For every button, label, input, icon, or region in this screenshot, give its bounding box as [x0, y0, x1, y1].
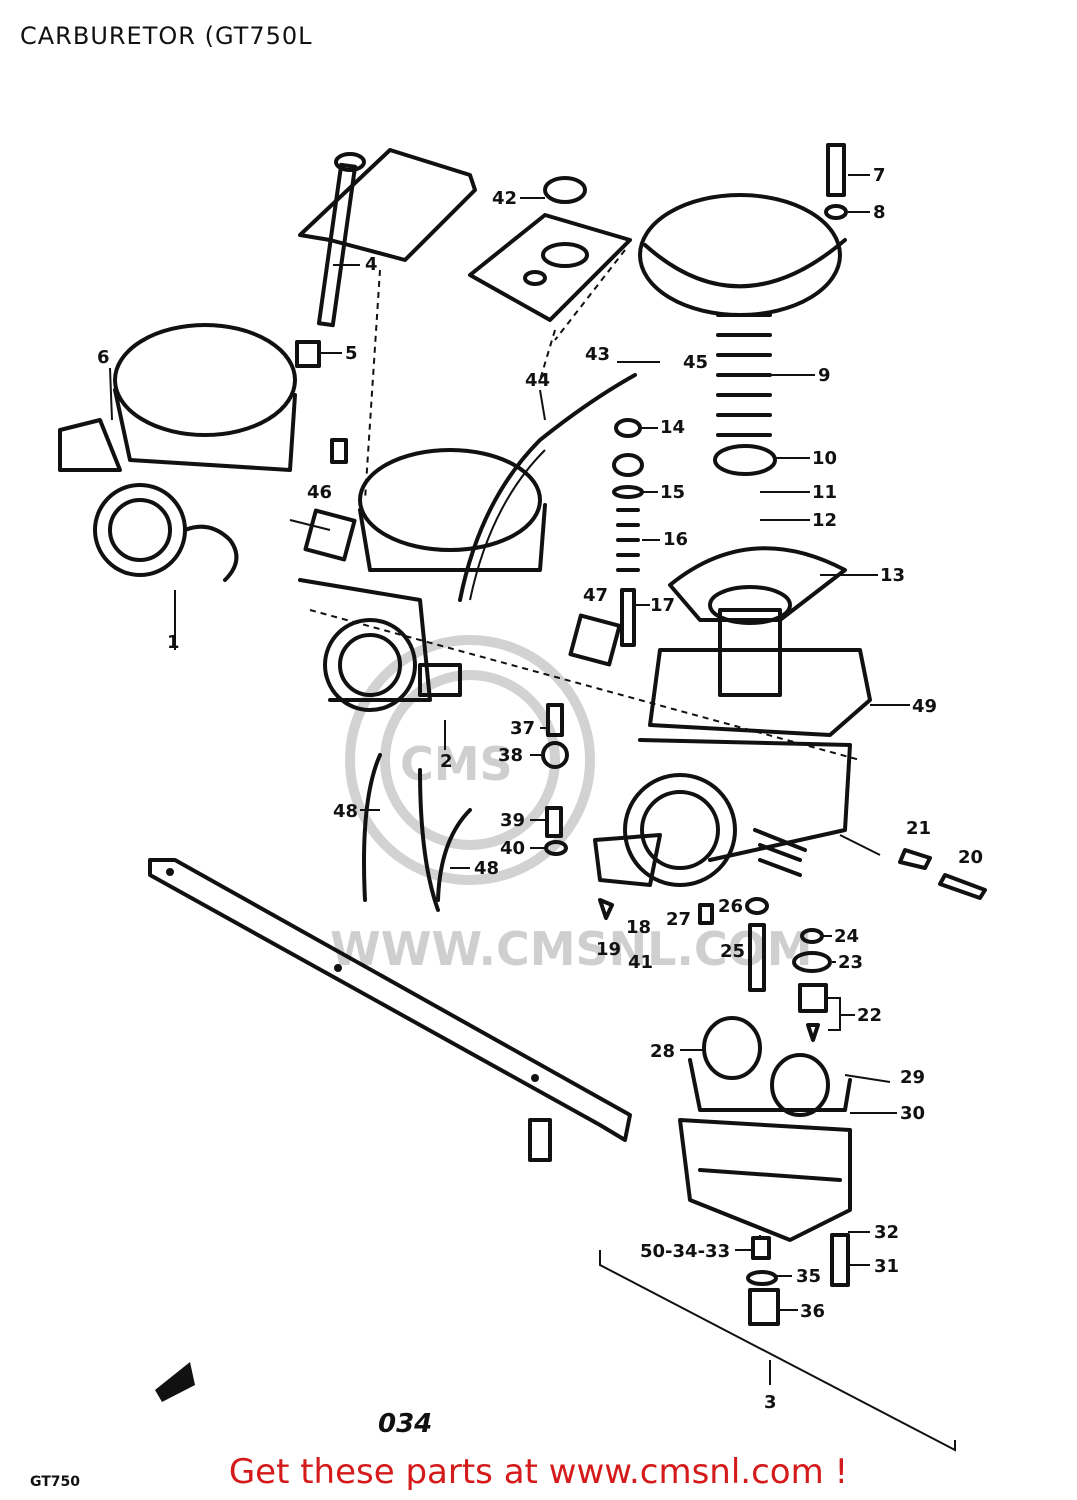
assembly-bracket-3: [599, 1250, 956, 1452]
small-jets: [541, 703, 987, 992]
callout-48b: 48: [474, 858, 499, 879]
callout-23: 23: [838, 952, 863, 973]
callout-20: 20: [958, 847, 983, 868]
callout-26: 26: [718, 896, 743, 917]
callout-9: 9: [818, 365, 831, 386]
callout-47: 47: [583, 585, 608, 606]
callout-19: 19: [596, 939, 621, 960]
callout-31: 31: [874, 1256, 899, 1277]
callout-41: 41: [628, 952, 653, 973]
callout-10: 10: [812, 448, 837, 469]
callout-43: 43: [585, 344, 610, 365]
callout-2: 2: [440, 751, 453, 772]
leader-lines: [109, 174, 910, 1311]
callout-40: 40: [500, 838, 525, 859]
float-bowl: [678, 928, 891, 1326]
callout-24: 24: [834, 926, 859, 947]
callout-6: 6: [97, 347, 110, 368]
carburetor-body-right: [309, 546, 881, 887]
callout-7: 7: [873, 165, 886, 186]
hoses: [362, 753, 472, 912]
watermark-logo: CMS: [400, 737, 513, 791]
callout-15: 15: [660, 482, 685, 503]
callout-35: 35: [796, 1266, 821, 1287]
top-plate: [468, 176, 632, 381]
callout-1: 1: [167, 632, 180, 653]
callout-18: 18: [626, 917, 651, 938]
callout-3: 3: [764, 1392, 777, 1413]
callout-46: 46: [307, 482, 332, 503]
needle-jet-parts: [612, 418, 644, 647]
callout-8: 8: [873, 202, 886, 223]
callouts: 1 2 3 4 5 6 7 8 9 10 11 12 13 14 15 16 1…: [97, 165, 983, 1413]
top-bracket: [295, 148, 477, 501]
callout-32: 32: [874, 1222, 899, 1243]
carburetor-body-left: [58, 323, 357, 650]
mounting-bar: [148, 858, 632, 1162]
callout-36: 36: [800, 1301, 825, 1322]
diagram-title: CARBURETOR (GT750L: [20, 22, 313, 50]
callout-12: 12: [812, 510, 837, 531]
callout-13: 13: [880, 565, 905, 586]
callout-38: 38: [498, 745, 523, 766]
callout-14: 14: [660, 417, 685, 438]
callout-49: 49: [912, 696, 937, 717]
callout-4: 4: [365, 254, 378, 275]
callout-21: 21: [906, 818, 931, 839]
watermark-text: WWW.CMSNL.COM: [330, 922, 813, 976]
diagram-code: 034: [378, 1409, 432, 1439]
callout-48a: 48: [333, 801, 358, 822]
callout-16: 16: [663, 529, 688, 550]
shop-link[interactable]: Get these parts at www.cmsnl.com !: [228, 1452, 849, 1492]
callout-11: 11: [812, 482, 837, 503]
callout-44: 44: [525, 370, 550, 391]
callout-22: 22: [857, 1005, 882, 1026]
callout-25: 25: [720, 941, 745, 962]
callout-39: 39: [500, 810, 525, 831]
callout-37: 37: [510, 718, 535, 739]
callout-27: 27: [666, 909, 691, 930]
callout-30: 30: [900, 1103, 925, 1124]
callout-42: 42: [492, 188, 517, 209]
carburetor-body-middle: [298, 373, 637, 750]
callout-28: 28: [650, 1041, 675, 1062]
callout-29: 29: [900, 1067, 925, 1088]
callout-5: 5: [345, 343, 358, 364]
corner-logo: [155, 1362, 195, 1402]
top-cap-spring: [638, 143, 848, 476]
model-code: GT750: [30, 1474, 80, 1490]
callout-17: 17: [650, 595, 675, 616]
callout-50-34-33: 50-34-33: [640, 1241, 730, 1262]
watermark: CMS WWW.CMSNL.COM: [330, 635, 813, 976]
callout-45: 45: [683, 352, 708, 373]
